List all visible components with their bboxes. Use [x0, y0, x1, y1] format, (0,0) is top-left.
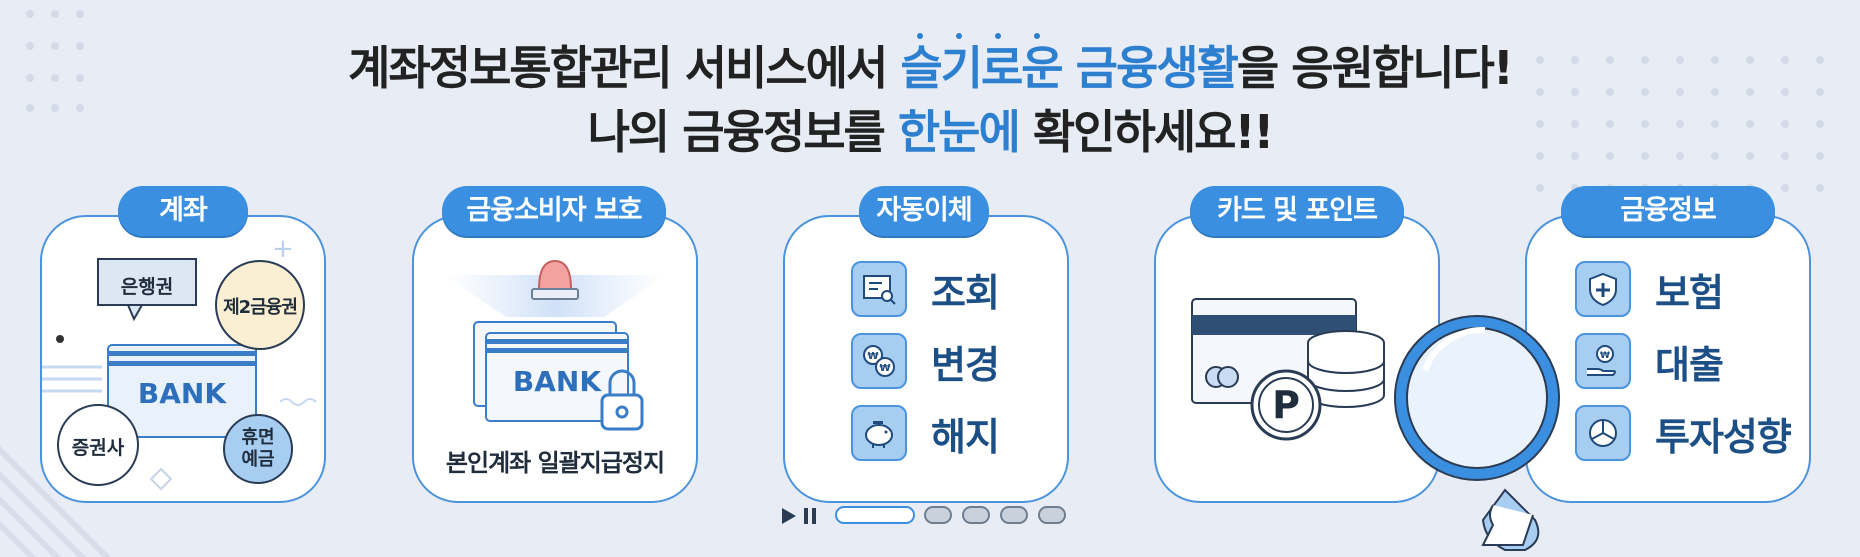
svg-text:+: +: [272, 234, 294, 264]
headline-line-2: 나의 금융정보를 한눈에 확인하세요!!: [0, 102, 1860, 162]
headline: 계좌정보통합관리 서비스에서 슬기로운 금융생활을 응원합니다! 나의 금융정보…: [0, 38, 1860, 162]
tab-consumer-protection[interactable]: 금융소비자 보호: [442, 186, 666, 236]
carousel-indicator-3[interactable]: [962, 506, 990, 524]
carousel-indicator-2[interactable]: [924, 506, 952, 524]
carousel-indicator-5[interactable]: [1038, 506, 1066, 524]
consumer-protection-illustration: [444, 259, 666, 431]
magnifier-icon: [1394, 315, 1560, 551]
shield-plus-icon: [1575, 261, 1631, 317]
securities-label: 증권사: [71, 437, 125, 459]
card-financial-info[interactable]: 보험 ₩ 대출 투자성향: [1525, 215, 1811, 503]
headline-line-1-text: 계좌정보통합관리 서비스에서: [348, 41, 901, 95]
financial-info-insurance[interactable]: 보험: [1575, 261, 1724, 317]
headline-line-1: 계좌정보통합관리 서비스에서 슬기로운 금융생활을 응원합니다!: [0, 38, 1860, 98]
card-auto-transfer[interactable]: 조회 ₩₩ 변경 해지: [783, 215, 1069, 503]
bank-sector-label: 은행권: [120, 276, 174, 298]
carousel-indicator-1[interactable]: [835, 506, 915, 524]
accounts-illustration: +: [42, 234, 317, 491]
auto-transfer-inquiry-label: 조회: [931, 270, 1000, 315]
decorative-dot-grid-left: [26, 10, 84, 112]
headline-line-2-end: 확인하세요!!: [1018, 105, 1275, 159]
auto-transfer-change-label: 변경: [931, 342, 1000, 387]
auto-transfer-inquiry[interactable]: 조회: [851, 261, 1000, 317]
card-consumer-protection[interactable]: BANK 본인계좌 일괄지급정지: [412, 215, 698, 503]
financial-info-insurance-label: 보험: [1655, 270, 1724, 315]
point-symbol: P: [1272, 383, 1300, 427]
emphasis-dots: [917, 33, 1040, 39]
tab-auto-transfer[interactable]: 자동이체: [859, 186, 989, 236]
svg-text:₩: ₩: [879, 363, 890, 374]
tab-financial-info[interactable]: 금융정보: [1561, 186, 1775, 236]
pie-chart-icon: [1575, 405, 1631, 461]
play-icon[interactable]: [780, 505, 822, 527]
svg-text:₩: ₩: [867, 351, 878, 362]
financial-info-investment-label: 투자성향: [1655, 414, 1792, 459]
tab-card-and-point[interactable]: 카드 및 포인트: [1190, 186, 1404, 236]
headline-line-2-highlight: 한눈에: [897, 105, 1021, 159]
document-search-icon: [851, 261, 907, 317]
dormant-deposit-line-1: 휴면: [241, 427, 275, 448]
card-card-and-point[interactable]: P: [1154, 215, 1440, 503]
auto-transfer-cancel-label: 해지: [931, 414, 1000, 459]
siren-icon: [531, 259, 579, 300]
bank-card-brand: BANK: [137, 377, 227, 410]
tab-accounts[interactable]: 계좌: [118, 186, 248, 236]
carousel-indicator-4[interactable]: [1000, 506, 1028, 524]
pause-icon[interactable]: [802, 505, 822, 527]
card-and-point-illustration: [1191, 298, 1385, 441]
padlock-icon: [600, 369, 644, 431]
auto-transfer-cancel[interactable]: 해지: [851, 405, 1000, 461]
dormant-deposit-line-2: 예금: [241, 449, 275, 470]
bank-card-brand-2: BANK: [512, 365, 602, 398]
card-accounts[interactable]: + 은행권 제2금융권 BANK 증권사 휴면 예금: [40, 215, 326, 503]
piggy-bank-icon: [851, 405, 907, 461]
headline-line-1-end: 을 응원합니다!: [1236, 41, 1514, 95]
svg-text:₩: ₩: [1600, 351, 1610, 361]
headline-line-1-highlight: 슬기로운 금융생활: [900, 41, 1239, 95]
headline-line-2-text: 나의 금융정보를: [587, 105, 898, 159]
financial-info-loan-label: 대출: [1655, 342, 1724, 387]
auto-transfer-change[interactable]: ₩₩ 변경: [851, 333, 1000, 389]
hand-coin-icon: ₩: [1575, 333, 1631, 389]
financial-info-investment[interactable]: 투자성향: [1575, 405, 1792, 461]
point-coin-icon: [1250, 369, 1322, 441]
dormant-deposit-label: 휴면 예금: [224, 427, 292, 471]
second-financial-sector-label: 제2금융권: [223, 297, 298, 318]
currency-exchange-icon: ₩₩: [851, 333, 907, 389]
decorative-stripes-left: [0, 445, 112, 557]
financial-info-loan[interactable]: ₩ 대출: [1575, 333, 1724, 389]
account-freeze-caption: 본인계좌 일괄지급정지: [445, 449, 665, 477]
